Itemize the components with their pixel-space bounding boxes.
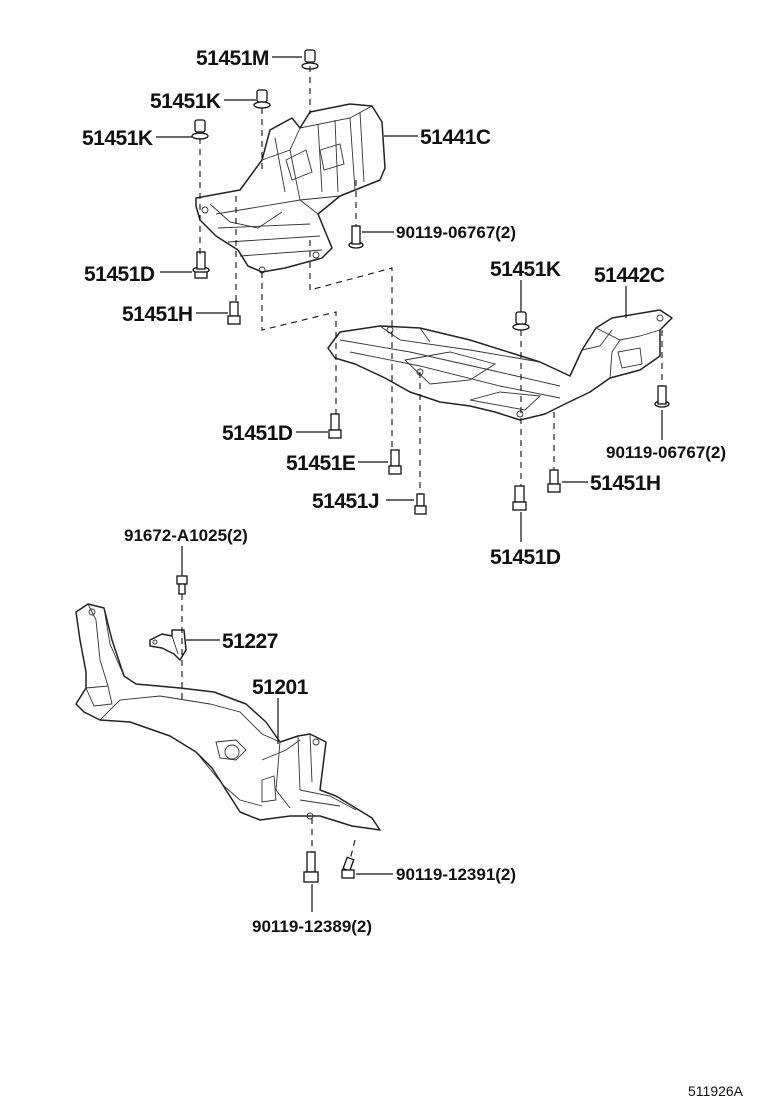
clip-51451k-icon [512, 311, 530, 331]
bolt-90119-12389-icon [303, 851, 319, 883]
bolt-51451d-icon [512, 485, 527, 511]
label-51451e: 51451E [286, 452, 356, 475]
front-crossmember-51201 [75, 603, 381, 831]
engine-under-cover-51442c [327, 309, 673, 421]
label-51442c: 51442C [594, 264, 665, 287]
leader-lines [156, 56, 663, 912]
bolt-51451j-icon [414, 493, 427, 515]
label-51451j: 51451J [312, 490, 379, 513]
bracket-51227 [149, 629, 187, 661]
label-90119-12391: 90119-12391(2) [396, 865, 516, 884]
bolt-51451e-icon [388, 449, 402, 475]
engine-under-cover-51441c [195, 103, 386, 274]
bolt-90119-12391-icon [341, 856, 355, 879]
label-51451d: 51451D [84, 263, 155, 286]
fasteners [176, 49, 670, 883]
clip-51451k-icon [191, 119, 209, 140]
label-51451k: 51451K [82, 127, 153, 150]
bolt-51451h-icon [547, 469, 561, 493]
label-91672-a1025: 91672-A1025(2) [124, 526, 248, 545]
bolt-90119-06767-icon [654, 385, 670, 408]
label-51451h: 51451H [590, 472, 661, 495]
label-90119-06767: 90119-06767(2) [606, 443, 726, 462]
label-51451k: 51451K [490, 258, 561, 281]
label-51451h: 51451H [122, 303, 193, 326]
label-51451d: 51451D [222, 422, 293, 445]
bolt-51451d-icon [328, 413, 342, 439]
label-90119-12389: 90119-12389(2) [252, 917, 372, 936]
part-labels: 51451M 51451K 51451K 51441C 90119-06767(… [82, 47, 744, 1099]
bolt-51451d-icon [192, 251, 210, 279]
label-51227: 51227 [222, 630, 278, 653]
bolt-90119-06767-icon [348, 225, 364, 249]
bolt-51451h-icon [227, 301, 241, 325]
clip-51451k-icon [253, 89, 271, 109]
label-51451d: 51451D [490, 546, 561, 569]
label-51201: 51201 [252, 676, 309, 699]
diagram-code: 511926A [688, 1083, 744, 1099]
bolt-91672-a1025-icon [176, 575, 188, 595]
label-51451m: 51451M [196, 47, 269, 70]
assembly-lines [181, 66, 663, 861]
label-51451k: 51451K [150, 90, 221, 113]
label-90119-06767: 90119-06767(2) [396, 223, 516, 242]
label-51441c: 51441C [420, 126, 491, 149]
